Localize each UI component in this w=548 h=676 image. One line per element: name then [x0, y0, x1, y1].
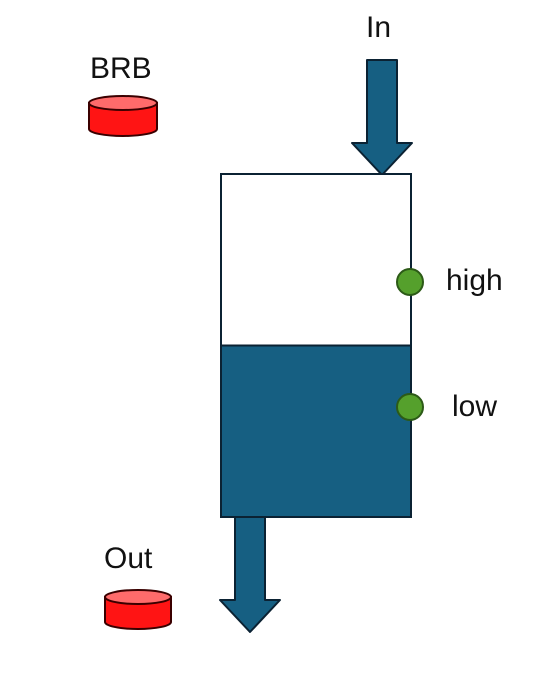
- high-sensor-label: high: [446, 264, 503, 297]
- inlet-arrow: [351, 59, 413, 176]
- low-sensor-icon: [396, 393, 424, 421]
- inlet-label: In: [366, 11, 392, 44]
- out-button-icon[interactable]: [104, 589, 172, 630]
- low-sensor-label: low: [452, 390, 498, 423]
- outlet-arrow: [219, 516, 281, 633]
- high-sensor-icon: [396, 268, 424, 296]
- brb-label: BRB: [90, 52, 152, 85]
- tank-liquid: [220, 344, 412, 518]
- brb-button-icon[interactable]: [88, 95, 158, 137]
- outlet-label: Out: [104, 542, 153, 575]
